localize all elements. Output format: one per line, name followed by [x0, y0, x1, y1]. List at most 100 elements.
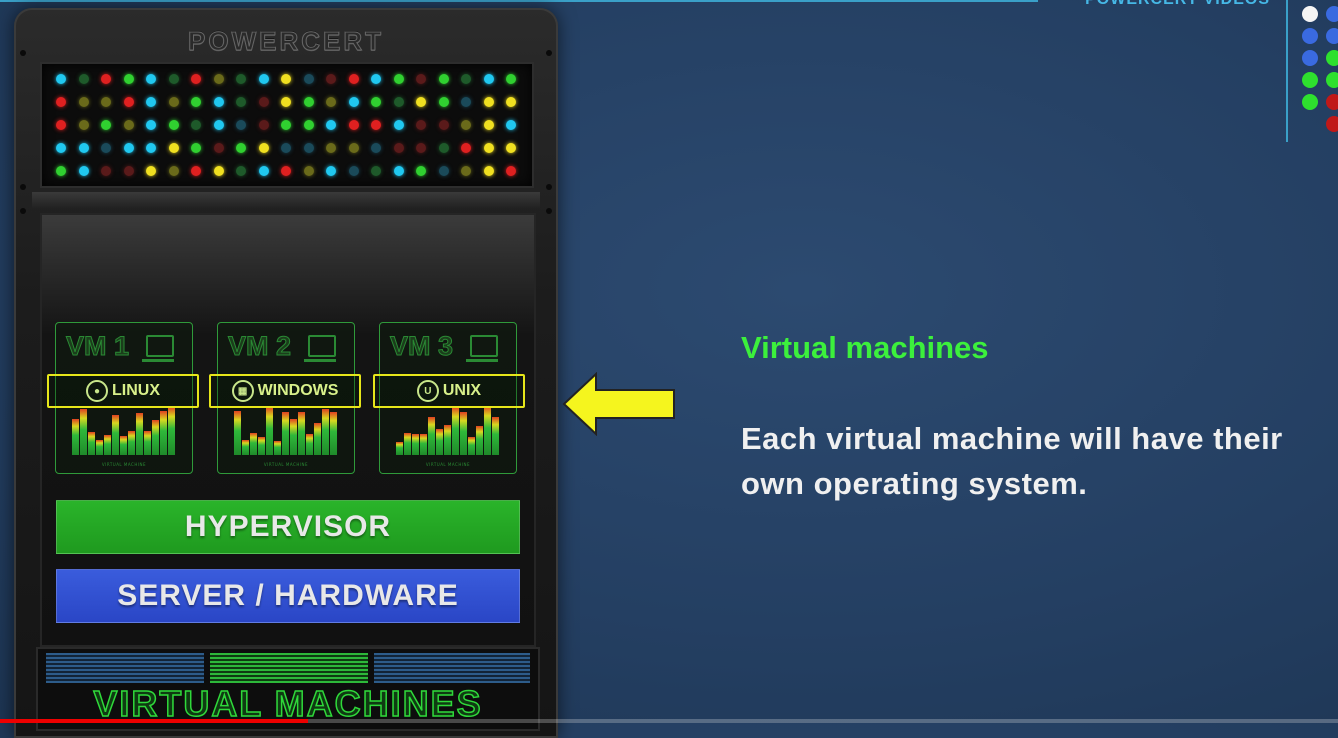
corner-accent-line: [1286, 0, 1288, 142]
equalizer-bar: [476, 426, 483, 455]
status-led: [393, 74, 404, 84]
status-led: [281, 97, 291, 107]
slide-heading: Virtual machines: [741, 330, 989, 365]
equalizer-bar: [128, 431, 135, 455]
status-led: [326, 166, 336, 176]
status-led: [371, 97, 381, 107]
laptop-icon: [466, 335, 498, 362]
status-led: [168, 97, 179, 107]
status-led: [146, 143, 156, 153]
linux-icon: ●: [86, 380, 108, 402]
status-led: [483, 120, 494, 130]
video-progress-bar[interactable]: [0, 719, 1338, 723]
status-led: [348, 97, 359, 107]
status-led: [236, 97, 246, 107]
os-label-windows: ▦ WINDOWS: [209, 374, 361, 408]
status-led: [393, 143, 404, 153]
status-led: [56, 97, 66, 107]
laptop-icon: [142, 335, 174, 362]
status-led: [303, 120, 314, 130]
hypervisor-layer: HYPERVISOR: [56, 500, 520, 554]
corner-dot: [1302, 72, 1318, 88]
status-led: [191, 120, 201, 130]
status-led: [123, 74, 134, 84]
status-led: [506, 97, 516, 107]
equalizer-bar: [152, 420, 159, 455]
status-led: [191, 143, 201, 153]
equalizer-bar: [250, 433, 257, 455]
rack-screw: [20, 208, 26, 214]
rack-screw: [20, 50, 26, 56]
status-led-panel: [40, 62, 534, 188]
stripe-panel: [46, 653, 204, 683]
status-led: [101, 166, 111, 176]
status-led: [168, 74, 179, 84]
equalizer-bar: [330, 412, 337, 455]
vm-1-footer: VIRTUAL MACHINE: [101, 462, 147, 467]
status-led: [101, 97, 111, 107]
os-label-text: LINUX: [112, 382, 160, 399]
status-led: [303, 143, 314, 153]
status-led: [461, 97, 471, 107]
equalizer-bar: [120, 436, 127, 455]
status-led: [461, 74, 471, 84]
status-led: [213, 97, 224, 107]
status-led: [438, 143, 449, 153]
equalizer-bar: [168, 407, 175, 455]
equalizer-bar: [298, 412, 305, 455]
status-led: [438, 97, 449, 107]
windows-icon: ▦: [231, 380, 254, 402]
status-led: [101, 120, 111, 130]
status-led: [303, 74, 314, 84]
rack-screw: [20, 184, 26, 190]
corner-dot: [1326, 116, 1338, 132]
status-led: [416, 74, 426, 84]
status-led: [191, 74, 201, 84]
status-led: [123, 143, 134, 153]
status-led: [416, 166, 426, 176]
status-led: [506, 74, 516, 84]
status-led: [393, 120, 404, 130]
status-led: [438, 120, 449, 130]
status-led: [236, 74, 246, 84]
equalizer-bar: [88, 432, 95, 455]
status-led: [258, 97, 269, 107]
corner-dot: [1302, 28, 1318, 44]
status-led: [258, 143, 269, 153]
status-led: [416, 97, 426, 107]
status-led: [483, 97, 494, 107]
status-led: [168, 166, 179, 176]
stripe-panel: [210, 653, 368, 683]
vm-2-box: VM 2 VIRTUAL MACHINE: [217, 322, 355, 474]
equalizer-bar: [258, 437, 265, 455]
stripe-panel: [374, 653, 530, 683]
status-led: [348, 143, 359, 153]
os-label-linux: ● LINUX: [47, 374, 199, 408]
equalizer-bar: [96, 440, 103, 455]
equalizer-bar: [234, 411, 241, 455]
equalizer-bar: [452, 407, 459, 455]
status-led: [123, 120, 134, 130]
status-led: [146, 97, 156, 107]
equalizer-graphic: [396, 405, 500, 455]
status-led: [461, 166, 471, 176]
os-label-text: WINDOWS: [257, 382, 339, 399]
vm-2-title: VM 2: [227, 331, 292, 362]
status-led: [146, 120, 156, 130]
equalizer-bar: [412, 434, 419, 455]
status-led: [78, 120, 89, 130]
corner-dot: [1326, 28, 1338, 44]
vm-3-title: VM 3: [389, 331, 454, 362]
status-led: [348, 120, 359, 130]
status-led: [56, 143, 66, 153]
status-led: [78, 97, 89, 107]
equalizer-bar: [420, 434, 427, 455]
equalizer-bar: [242, 440, 249, 455]
corner-dot: [1326, 6, 1338, 22]
corner-dot: [1302, 50, 1318, 66]
status-led: [483, 166, 494, 176]
status-led: [78, 74, 89, 84]
status-led: [506, 120, 516, 130]
status-led: [213, 74, 224, 84]
equalizer-bar: [444, 425, 451, 455]
